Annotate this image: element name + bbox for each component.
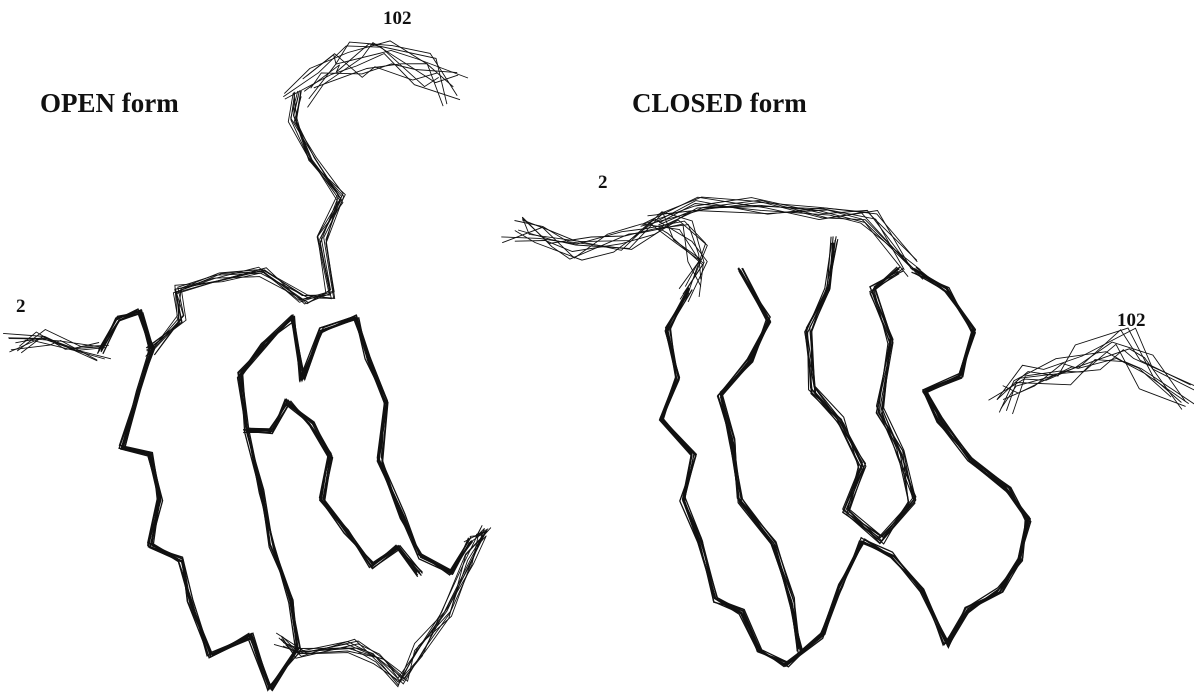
open-n-terminus-label: 2 [16, 296, 26, 318]
open-loop-trace [281, 528, 491, 683]
open-c-tail-trace [304, 44, 447, 104]
open-core-trace [101, 310, 469, 691]
closed-core-trace [807, 237, 915, 541]
open-linker-trace [146, 93, 337, 350]
closed-c-tail-trace [1003, 330, 1191, 393]
open-core-trace [99, 309, 470, 687]
closed-top-trace [643, 198, 913, 271]
closed-form-backbone-ensemble [501, 197, 1194, 667]
closed-form-title: CLOSED form [632, 88, 807, 119]
closed-core-trace [808, 236, 916, 536]
closed-n-tail-trace [522, 217, 701, 286]
closed-core-trace [810, 240, 915, 543]
closed-n-tail-trace [515, 221, 703, 295]
closed-n-tail-trace [523, 218, 701, 279]
closed-core-trace [806, 243, 916, 544]
open-loop-trace [286, 529, 488, 678]
open-n-tail-trace [3, 333, 97, 360]
closed-core-trace [661, 268, 1028, 666]
open-linker-trace [146, 92, 342, 357]
closed-n-terminus-label: 2 [598, 172, 608, 194]
open-linker-trace [146, 96, 343, 348]
open-c-terminus-label: 102 [383, 8, 412, 30]
open-core-trace [97, 314, 472, 689]
closed-core-trace [810, 243, 915, 538]
closed-n-tail-trace [502, 212, 704, 300]
open-linker-trace [150, 96, 343, 353]
open-c-tail-trace [285, 54, 460, 100]
open-core-trace [99, 312, 471, 689]
open-linker-trace [154, 93, 339, 355]
closed-c-tail-trace [1014, 328, 1181, 402]
closed-n-tail-trace [501, 221, 705, 302]
closed-core-trace [805, 239, 913, 537]
open-form-backbone-ensemble [3, 41, 491, 690]
open-linker-trace [153, 91, 338, 349]
closed-c-terminus-label: 102 [1117, 310, 1146, 332]
closed-core-trace [718, 271, 797, 651]
closed-n-tail-trace [518, 213, 701, 289]
closed-core-trace [806, 242, 908, 544]
closed-core-trace [720, 271, 797, 652]
open-loop-trace [282, 535, 478, 681]
open-core-trace [98, 311, 468, 689]
open-form-title: OPEN form [40, 88, 179, 119]
open-core-trace [99, 313, 470, 686]
open-n-tail-trace [11, 341, 97, 361]
